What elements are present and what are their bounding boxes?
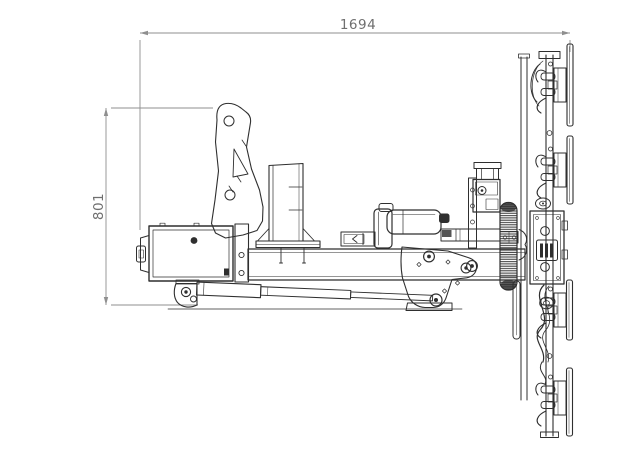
vacuum-fitting-top [535,197,551,210]
dim-arrow-bottom [103,297,109,305]
suction-unit-3 [536,286,567,339]
box-knob [190,237,198,244]
suction-pad-2 [566,135,574,205]
gearbox-flange [468,177,477,249]
suction-unit-1 [535,61,567,114]
main-beam [247,248,526,281]
dimension-width: 1694 [139,17,571,230]
box-latch [224,268,229,276]
flange-pivot [466,260,478,272]
vent-block [536,239,558,261]
linkage-foot [405,302,453,311]
cylinder-rod [350,291,434,302]
motor-cap [378,203,394,212]
suction-pad-3 [565,279,574,341]
vacuum-fitting-bottom [539,296,554,310]
bracket-hole-bottom [224,189,236,201]
pivot-bracket [173,279,200,308]
bracket-plate [210,102,264,239]
base-bolts [279,247,306,264]
suction-pad-1 [566,43,574,127]
dimension-width-label: 1694 [340,17,376,33]
box-hinge [140,235,150,273]
drive-motor [340,203,519,249]
dim-arrow-top [103,108,109,116]
gas-spring-rod [512,280,521,340]
motor-body [386,209,442,235]
gearbox [466,162,502,272]
suction-unit-2 [535,146,567,199]
vertical-rail [512,53,530,401]
vacuum-hoses [530,60,551,385]
drive-gear [499,201,528,291]
suction-pad-4 [565,367,574,437]
carriage-plate [529,197,568,310]
cylinder-pivot [429,293,443,307]
suction-unit-4 [535,374,567,427]
motor-mount [373,208,393,249]
motor-end-cap [439,213,450,223]
bell-crank-linkage [400,246,478,311]
box-mount-plate [234,223,250,283]
dimension-height: 801 [91,107,213,306]
dim-arrow-right [562,30,570,36]
mast-column [255,162,321,264]
dim-arrow-left [140,30,148,36]
gear-clamp [518,229,528,261]
hydraulic-cylinder [195,281,434,302]
bracket-hole-top [223,115,235,127]
electrical-box [136,222,250,283]
gusset-right [302,228,315,242]
dimension-height-label: 801 [91,193,107,220]
gusset-left [257,228,270,242]
actuator-rear-bracket [340,231,376,247]
bracket-cutout [232,148,249,178]
